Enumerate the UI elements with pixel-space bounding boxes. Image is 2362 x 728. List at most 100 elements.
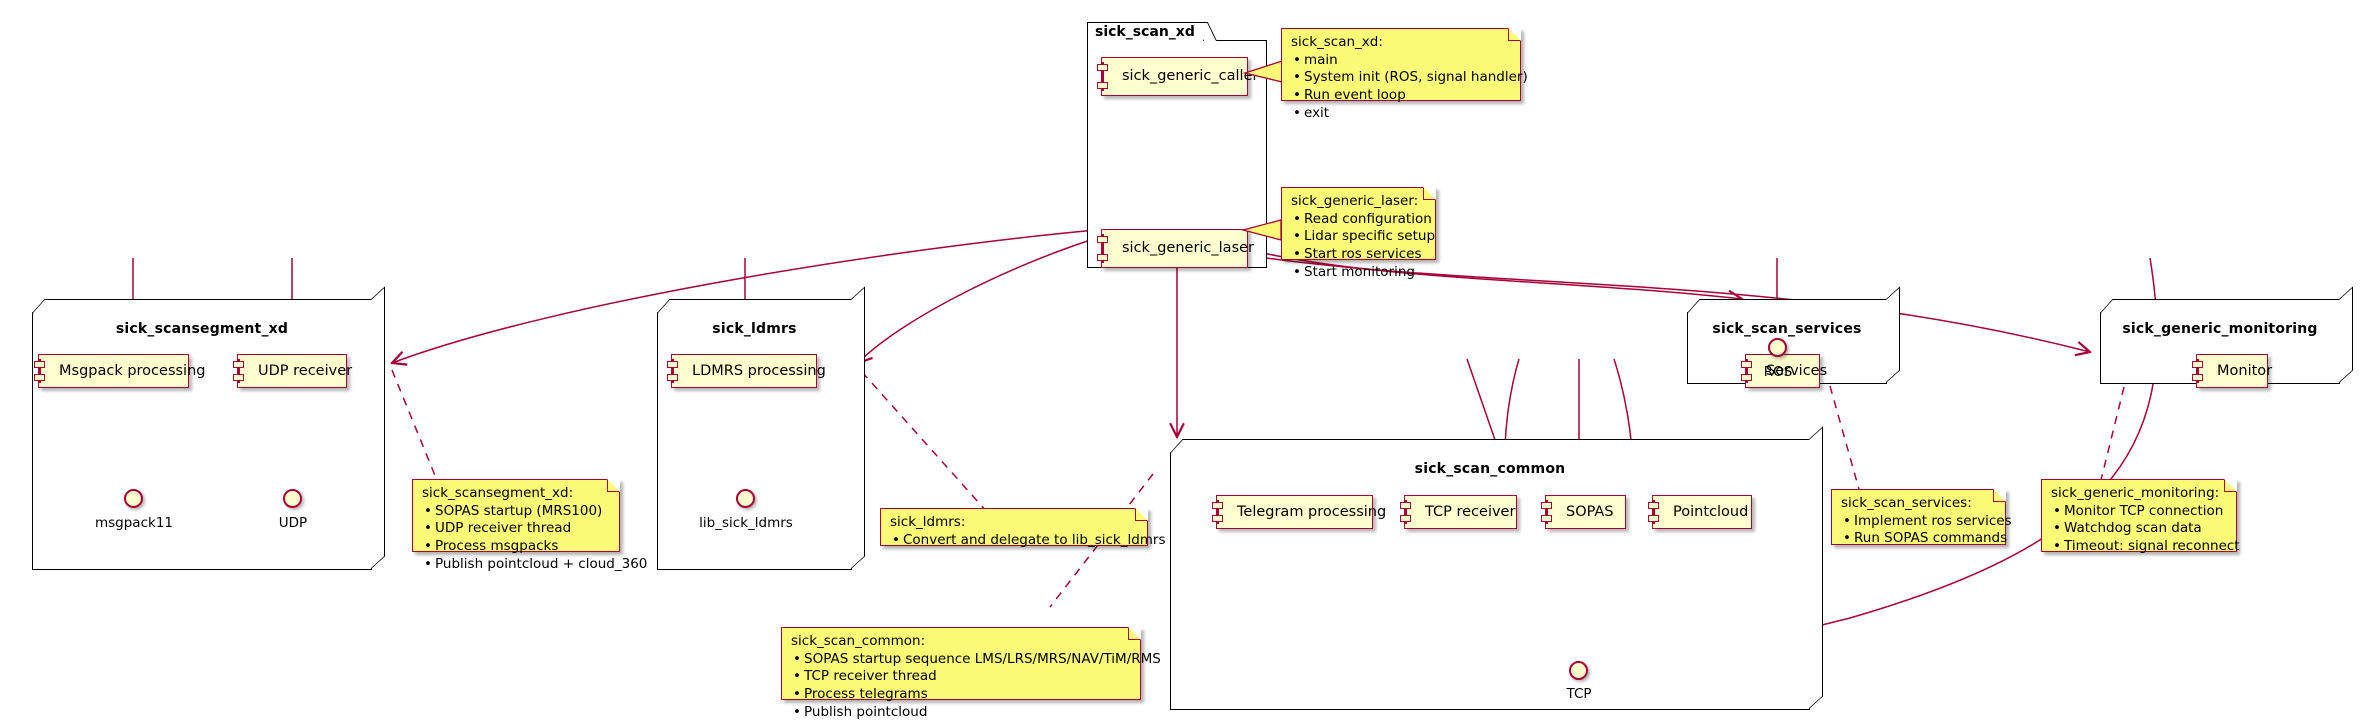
note-title: sick_scan_common:: [791, 633, 926, 649]
note-item: Read configuration: [1293, 211, 1432, 229]
note-list: SOPAS startup sequence LMS/LRS/MRS/NAV/T…: [791, 651, 1161, 722]
component-label: SOPAS: [1566, 503, 1614, 520]
component-telegram-processing[interactable]: Telegram processing: [1212, 495, 1386, 529]
note-item: Implement ros services: [1843, 513, 2012, 531]
interface-tcp[interactable]: [1569, 661, 1588, 680]
component-label: Msgpack processing: [59, 362, 206, 379]
note-sick_generic_monitoring: sick_generic_monitoring: Monitor TCP con…: [2041, 479, 2240, 555]
component-lug-bottom: [1097, 254, 1108, 261]
note-item: Start monitoring: [1293, 264, 1426, 282]
component-sopas[interactable]: SOPAS: [1541, 495, 1626, 529]
note-item: Publish pointcloud: [793, 704, 1131, 722]
note-item: Publish pointcloud + cloud_360: [424, 556, 647, 574]
component-label: Pointcloud: [1673, 503, 1749, 520]
note-list: Monitor TCP connection Watchdog scan dat…: [2051, 503, 2240, 556]
component-label: UDP receiver: [258, 362, 353, 379]
component-ldmrs-processing[interactable]: LDMRS processing: [667, 354, 826, 388]
package-sick_scansegment_xd: sick_scansegment_xd: [32, 312, 372, 570]
component-label: sick_generic_caller: [1122, 68, 1259, 85]
component-udp-receiver[interactable]: UDP receiver: [233, 354, 352, 388]
interface-udp-label: UDP: [278, 515, 308, 531]
note-item: main: [1293, 52, 1511, 70]
note-item: Run event loop: [1293, 87, 1511, 105]
component-tcp-receiver[interactable]: TCP receiver: [1400, 495, 1517, 529]
component-monitor[interactable]: Monitor: [2192, 354, 2272, 388]
note-list: SOPAS startup (MRS100) UDP receiver thre…: [422, 503, 647, 574]
note-item: TCP receiver thread: [793, 668, 1131, 686]
component-lug-top: [34, 361, 45, 368]
component-lug-top: [1097, 64, 1108, 71]
note-item: Timeout: signal reconnect: [2053, 538, 2240, 556]
note-item: Process msgpacks: [424, 538, 610, 556]
note-title: sick_scan_xd:: [1291, 34, 1383, 50]
component-spine: [39, 359, 41, 383]
note-sick_ldmrs: sick_ldmrs: Convert and delegate to lib_…: [880, 508, 1166, 549]
interface-ros-label: ROS: [1763, 364, 1793, 380]
component-sick_generic_caller[interactable]: sick_generic_caller: [1097, 57, 1258, 96]
package-title: sick_generic_monitoring: [2122, 321, 2318, 337]
note-sick_generic_laser: sick_generic_laser: Read configuration L…: [1281, 187, 1436, 281]
package-sick_ldmrs: sick_ldmrs: [657, 312, 852, 570]
package-title: sick_scansegment_xd: [115, 321, 289, 337]
component-msgpack-processing[interactable]: Msgpack processing: [34, 354, 205, 388]
package-title: sick_scan_common: [1414, 461, 1566, 477]
component-lug-top: [1212, 502, 1223, 509]
note-sick_scansegment_xd: sick_scansegment_xd: SOPAS startup (MRS1…: [412, 479, 647, 573]
component-spine: [1102, 62, 1104, 91]
component-spine: [1405, 500, 1407, 524]
package-sick_scan_common: sick_scan_common: [1170, 452, 1810, 710]
component-sick_generic_laser[interactable]: sick_generic_laser: [1097, 229, 1254, 268]
note-list: Convert and delegate to lib_sick_ldmrs: [890, 532, 1166, 550]
note-item: Start ros services: [1293, 246, 1426, 264]
note-item: Lidar specific setup: [1293, 228, 1435, 246]
note-title: sick_ldmrs:: [890, 514, 966, 530]
component-label: sick_generic_laser: [1122, 240, 1255, 257]
component-lug-bottom: [34, 374, 45, 381]
note-item: SOPAS startup (MRS100): [424, 503, 610, 521]
package-title: sick_scan_services: [1712, 321, 1862, 337]
component-pointcloud[interactable]: Pointcloud: [1648, 495, 1752, 529]
component-spine: [672, 359, 674, 383]
component-lug-top: [1097, 236, 1108, 243]
component-spine: [238, 359, 240, 383]
component-label: Monitor: [2217, 362, 2273, 379]
note-title: sick_generic_monitoring:: [2051, 485, 2220, 501]
component-spine: [1217, 500, 1219, 524]
note-item: System init (ROS, signal handler): [1293, 69, 1528, 87]
note-title: sick_scan_services:: [1841, 495, 1972, 511]
note-item: SOPAS startup sequence LMS/LRS/MRS/NAV/T…: [793, 651, 1161, 669]
interface-lib_sick_ldmrs[interactable]: [736, 489, 755, 508]
component-label: LDMRS processing: [692, 362, 826, 379]
component-lug-top: [233, 361, 244, 368]
interface-msgpack11[interactable]: [124, 489, 143, 508]
interface-msgpack11-label: msgpack11: [94, 515, 173, 531]
note-item: Monitor TCP connection: [2053, 503, 2227, 521]
interface-ros[interactable]: [1768, 338, 1787, 357]
component-lug-bottom: [233, 374, 244, 381]
component-label: Telegram processing: [1237, 503, 1387, 520]
note-item: Process telegrams: [793, 686, 1131, 704]
anchor-note-ldmrs: [861, 371, 989, 514]
note-item: Watchdog scan data: [2053, 520, 2227, 538]
package-sick_scan_xd-title: sick_scan_xd: [1095, 24, 1195, 40]
package-title: sick_ldmrs: [712, 321, 797, 337]
component-lug-bottom: [1541, 515, 1552, 522]
component-lug-top: [1400, 502, 1411, 509]
note-item: exit: [1293, 105, 1511, 123]
interface-udp[interactable]: [283, 489, 302, 508]
note-title: sick_scansegment_xd:: [422, 485, 574, 501]
note-item: UDP receiver thread: [424, 520, 610, 538]
component-spine: [2197, 359, 2199, 383]
component-lug-bottom: [667, 374, 678, 381]
component-lug-bottom: [1400, 515, 1411, 522]
component-lug-bottom: [1212, 515, 1223, 522]
interface-tcp-label: TCP: [1566, 686, 1592, 702]
component-lug-top: [1648, 502, 1659, 509]
component-lug-bottom: [1648, 515, 1659, 522]
component-lug-bottom: [2192, 374, 2203, 381]
note-sick_scan_common: sick_scan_common: SOPAS startup sequence…: [781, 627, 1161, 721]
edge-laser-to-ldmrs: [858, 236, 1101, 363]
component-label: TCP receiver: [1425, 503, 1516, 520]
note-list: main System init (ROS, signal handler) R…: [1291, 52, 1528, 123]
